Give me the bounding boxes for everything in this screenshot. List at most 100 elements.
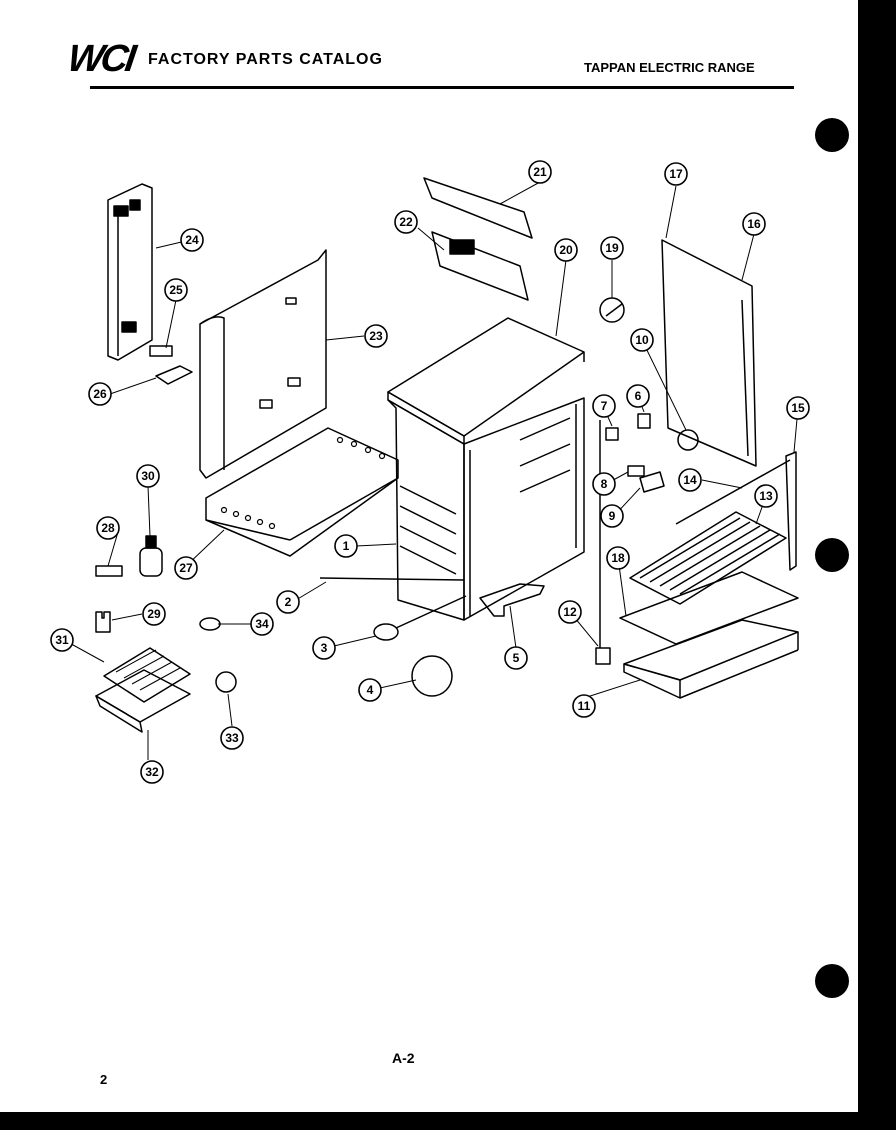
callout-12 bbox=[558, 600, 582, 624]
callout-5 bbox=[504, 646, 528, 670]
callout-9 bbox=[600, 504, 624, 528]
callout-label-18: 18 bbox=[611, 551, 625, 565]
page-number: 2 bbox=[100, 1072, 108, 1087]
callout-label-31: 31 bbox=[55, 633, 69, 647]
callout-1 bbox=[334, 534, 358, 558]
part-cabinet-body bbox=[387, 397, 585, 621]
callout-label-26: 26 bbox=[93, 387, 107, 401]
callout-31 bbox=[50, 628, 74, 652]
part-spring-clip bbox=[95, 611, 111, 633]
callout-label-16: 16 bbox=[747, 217, 761, 231]
callout-label-1: 1 bbox=[343, 539, 350, 553]
part-back-panel bbox=[199, 249, 327, 479]
scan-border-bottom bbox=[0, 1112, 896, 1130]
callout-label-24: 24 bbox=[185, 233, 199, 247]
callout-label-29: 29 bbox=[147, 607, 161, 621]
callout-10 bbox=[630, 328, 654, 352]
callout-label-14: 14 bbox=[683, 473, 697, 487]
callout-17 bbox=[664, 162, 688, 186]
callout-28 bbox=[96, 516, 120, 540]
callout-26 bbox=[88, 382, 112, 406]
callout-33 bbox=[220, 726, 244, 750]
callout-14 bbox=[678, 468, 702, 492]
callout-label-10: 10 bbox=[635, 333, 649, 347]
callout-3 bbox=[312, 636, 336, 660]
callout-4 bbox=[358, 678, 382, 702]
punch-hole-top bbox=[815, 118, 849, 152]
part-foot bbox=[595, 420, 611, 665]
callout-label-11: 11 bbox=[578, 699, 591, 713]
callout-25 bbox=[164, 278, 188, 302]
callout-label-25: 25 bbox=[169, 283, 183, 297]
callout-label-17: 17 bbox=[669, 167, 683, 181]
catalog-title: FACTORY PARTS CATALOG bbox=[148, 51, 383, 68]
part-drawer-liner bbox=[619, 571, 799, 645]
callout-label-20: 20 bbox=[559, 243, 573, 257]
callout-label-4: 4 bbox=[367, 683, 374, 697]
part-rod bbox=[319, 577, 465, 581]
callout-29 bbox=[142, 602, 166, 626]
callout-16 bbox=[742, 212, 766, 236]
page-code: A-2 bbox=[392, 1050, 415, 1066]
callout-20 bbox=[554, 238, 578, 262]
callout-label-32: 32 bbox=[145, 765, 159, 779]
callout-label-21: 21 bbox=[533, 165, 547, 179]
part-bottom-pan bbox=[205, 427, 399, 557]
callout-19 bbox=[600, 236, 624, 260]
part-ring-clamp bbox=[215, 671, 237, 693]
callout-27 bbox=[174, 556, 198, 580]
callout-label-12: 12 bbox=[563, 605, 577, 619]
punch-hole-middle bbox=[815, 538, 849, 572]
callout-label-19: 19 bbox=[605, 241, 619, 255]
part-broiler-pan bbox=[95, 669, 191, 733]
callout-24 bbox=[180, 228, 204, 252]
product-title: TAPPAN ELECTRIC RANGE bbox=[584, 60, 755, 75]
part-bracket bbox=[155, 365, 193, 385]
part-spacer bbox=[637, 413, 651, 429]
part-drawer bbox=[623, 619, 799, 699]
part-oven-rack bbox=[629, 511, 787, 605]
part-side-panel bbox=[661, 239, 757, 467]
callout-label-23: 23 bbox=[369, 329, 383, 343]
callout-32 bbox=[140, 760, 164, 784]
callout-label-3: 3 bbox=[321, 641, 328, 655]
part-vent-duct bbox=[431, 231, 529, 301]
callout-label-30: 30 bbox=[141, 469, 155, 483]
callout-label-22: 22 bbox=[399, 215, 413, 229]
callout-30 bbox=[136, 464, 160, 488]
part-top-rail bbox=[423, 177, 533, 239]
callout-label-6: 6 bbox=[635, 389, 642, 403]
part-broiler-grid bbox=[103, 647, 191, 703]
callout-label-8: 8 bbox=[601, 477, 608, 491]
part-vertical-trim bbox=[785, 451, 797, 571]
callout-7 bbox=[592, 394, 616, 418]
part-knob bbox=[373, 595, 467, 641]
part-clip bbox=[149, 345, 173, 357]
part-horizontal-strip bbox=[675, 459, 791, 525]
callout-34 bbox=[250, 612, 274, 636]
part-hinge bbox=[627, 465, 665, 493]
callout-label-34: 34 bbox=[255, 617, 269, 631]
part-hinge-bracket bbox=[479, 583, 545, 617]
callout-23 bbox=[364, 324, 388, 348]
part-wire-clamp bbox=[199, 617, 221, 631]
callout-label-27: 27 bbox=[179, 561, 193, 575]
callout-label-13: 13 bbox=[759, 489, 773, 503]
callout-label-7: 7 bbox=[601, 399, 608, 413]
callout-8 bbox=[592, 472, 616, 496]
part-bolt bbox=[599, 297, 625, 323]
callout-label-9: 9 bbox=[609, 509, 616, 523]
callout-11 bbox=[572, 694, 596, 718]
part-element-terminal bbox=[139, 535, 163, 577]
callout-label-5: 5 bbox=[513, 651, 520, 665]
part-side-trim-strip bbox=[107, 183, 153, 361]
callout-21 bbox=[528, 160, 552, 184]
header-rule bbox=[90, 86, 794, 89]
part-small-screw bbox=[605, 427, 619, 441]
callout-15 bbox=[786, 396, 810, 420]
callout-22 bbox=[394, 210, 418, 234]
callout-label-15: 15 bbox=[791, 401, 805, 415]
part-ring bbox=[411, 655, 453, 697]
